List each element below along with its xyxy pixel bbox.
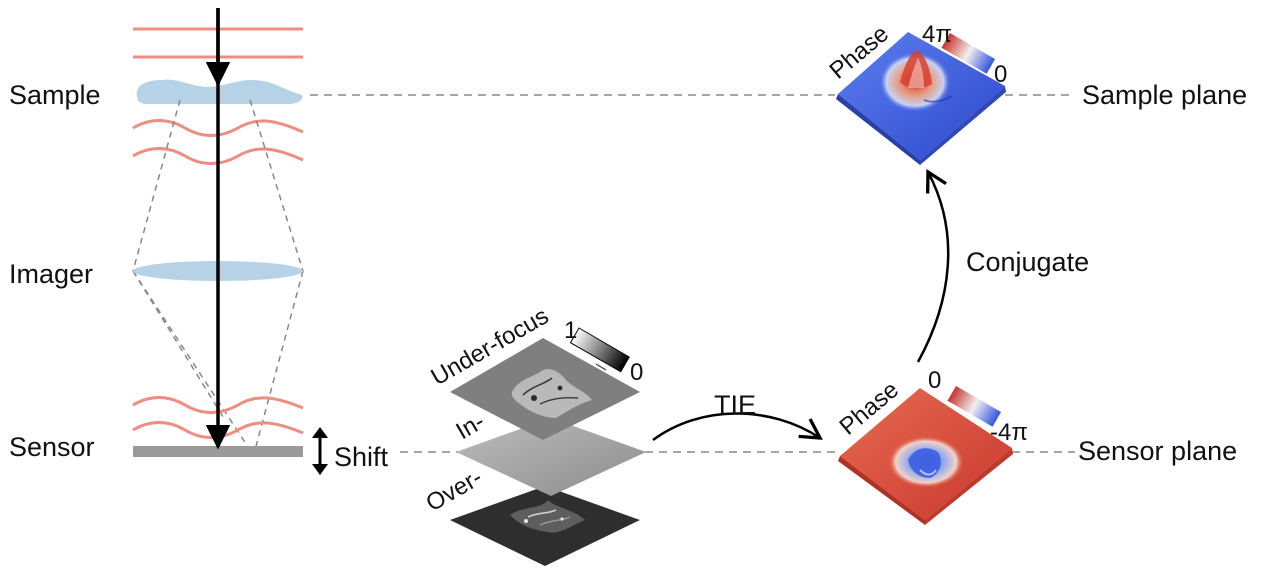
under-focus-image	[450, 338, 640, 440]
label-over-focus: Over-	[422, 464, 487, 517]
sensor-phase-min: -4π	[990, 419, 1028, 446]
defocus-stack: 1 0	[450, 317, 646, 566]
label-sample: Sample	[9, 80, 101, 110]
over-focus-image	[450, 486, 640, 566]
sensor-phase-surface	[838, 388, 1013, 525]
imaging-cone	[132, 99, 304, 451]
tie-arrow	[652, 412, 823, 442]
label-imager: Imager	[9, 259, 93, 289]
sensor-wave-1	[132, 396, 304, 414]
label-sensor-plane: Sensor plane	[1078, 436, 1237, 466]
conjugate-arrow	[916, 168, 950, 363]
sensor-bar	[133, 446, 303, 457]
label-conjugate: Conjugate	[966, 247, 1089, 277]
shift-arrow-icon	[312, 427, 328, 475]
intensity-colorbar	[569, 327, 630, 373]
plane-connectors	[310, 94, 1075, 453]
label-sensor: Sensor	[9, 432, 95, 462]
optical-setup	[132, 8, 328, 475]
sample-phase-colorbar	[941, 33, 996, 74]
sample-phase-surface	[836, 32, 1006, 165]
sample-phase-max: 4π	[922, 21, 952, 48]
label-shift: Shift	[334, 442, 389, 472]
in-focus-image	[456, 418, 646, 496]
label-sample-plane: Sample plane	[1082, 80, 1247, 110]
label-in-focus: In-	[452, 408, 490, 445]
intensity-colorbar-min: 0	[630, 359, 643, 386]
sensor-phase-colorbar	[947, 386, 1002, 427]
label-tie: TIE	[714, 390, 756, 420]
intensity-colorbar-max: 1	[564, 317, 577, 344]
distorted-wave-1	[132, 119, 304, 137]
distorted-wave-2	[132, 147, 304, 165]
sensor-phase-max: 0	[928, 367, 941, 394]
sample-phase-min: 0	[994, 61, 1007, 88]
